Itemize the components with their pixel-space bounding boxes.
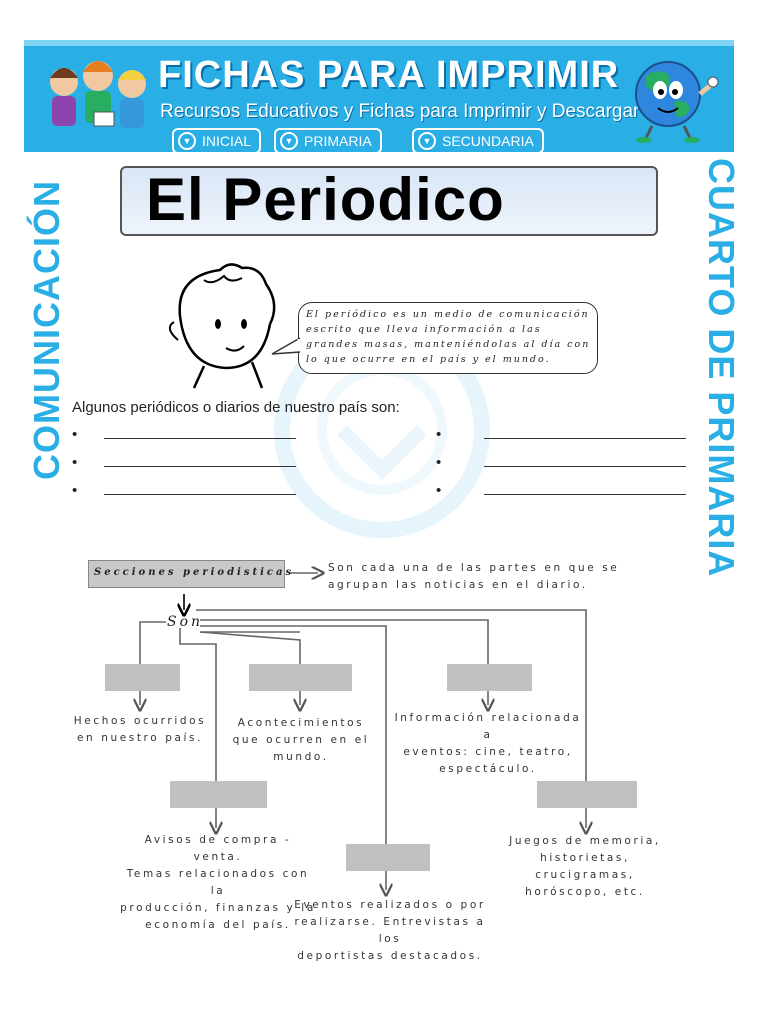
answer-line[interactable] [484, 466, 686, 467]
site-subtitle: Recursos Educativos y Fichas para Imprim… [160, 101, 640, 122]
answer-line[interactable] [104, 466, 296, 467]
section-description-1: Hechos ocurridos en nuestro país. [70, 713, 210, 747]
nav-label: INICIAL [202, 133, 252, 149]
root-definition: Son cada una de las partes en que se agr… [328, 560, 619, 594]
description-line: mundo. [273, 751, 329, 763]
globe-mascot-icon [635, 61, 719, 143]
root-definition-line: agrupan las noticias en el diario. [328, 579, 588, 591]
sections-root-box [88, 560, 285, 588]
section-blank-box-3[interactable] [447, 664, 532, 691]
nav-primaria-button[interactable]: ▼ PRIMARIA [274, 128, 382, 154]
site-title: FICHAS PARA IMPRIMIR [158, 54, 620, 96]
answer-line[interactable] [484, 494, 686, 495]
sections-root-label: Secciones periodisticas [94, 567, 295, 578]
answer-line[interactable] [104, 438, 296, 439]
description-line: Acontecimientos [237, 717, 365, 729]
section-description-2: Acontecimientos que ocurren en el mundo. [226, 715, 376, 766]
description-line: Hechos ocurridos [73, 715, 207, 727]
speech-bubble [298, 302, 598, 374]
description-line: economía del país. [145, 919, 291, 931]
arrow-down-icon: ▼ [418, 132, 436, 150]
section-description-6: Juegos de memoria, historietas, crucigra… [494, 833, 676, 901]
bullet: • [436, 482, 442, 499]
arrow-down-icon: ▼ [280, 132, 298, 150]
bullet: • [72, 482, 78, 499]
bullet: • [436, 454, 442, 471]
definition-text: El periódico es un medio de comunicación… [306, 309, 591, 365]
section-description-4: Avisos de compra - venta. Temas relacion… [120, 832, 316, 934]
description-line: Información relacionada a [394, 712, 582, 741]
section-blank-box-2[interactable] [249, 664, 352, 691]
description-line: Temas relacionados con la [126, 868, 310, 897]
description-line: Avisos de compra - venta. [144, 834, 292, 863]
speech-bubble-tail [271, 337, 301, 355]
nav-inicial-button[interactable]: ▼ INICIAL [172, 128, 262, 154]
answer-line[interactable] [484, 438, 686, 439]
nav-label: SECUNDARIA [442, 133, 534, 149]
bullet: • [436, 426, 442, 443]
boy-face-icon [168, 263, 276, 389]
description-line: Juegos de memoria, [509, 835, 661, 847]
description-line: deportistas destacados. [297, 950, 483, 962]
description-line: en nuestro país. [76, 732, 204, 744]
description-line: producción, finanzas y la [120, 902, 316, 914]
description-line: horóscopo, etc. [525, 886, 645, 898]
section-blank-box-1[interactable] [105, 664, 180, 691]
description-line: historietas, crucigramas, [535, 852, 635, 881]
section-blank-box-6[interactable] [537, 781, 637, 808]
section-description-5: Eventos realizados o por realizarse. Ent… [290, 897, 490, 965]
arrow-down-icon: ▼ [178, 132, 196, 150]
bullet: • [72, 454, 78, 471]
bullet: • [72, 426, 78, 443]
section-blank-box-5[interactable] [346, 844, 430, 871]
nav-secundaria-button[interactable]: ▼ SECUNDARIA [412, 128, 544, 154]
connector-label: Son [167, 614, 204, 630]
page-title: El Periodico [146, 166, 505, 233]
nav-label: PRIMARIA [304, 133, 372, 149]
description-line: espectáculo. [439, 763, 537, 775]
section-blank-box-4[interactable] [170, 781, 267, 808]
description-line: que ocurren en el [232, 734, 370, 746]
description-line: eventos: cine, teatro, [403, 746, 573, 758]
list-heading: Algunos periódicos o diarios de nuestro … [72, 399, 400, 416]
kids-illustration-icon [50, 61, 146, 128]
answer-line[interactable] [104, 494, 296, 495]
header-stripe [24, 40, 734, 46]
title-box [120, 166, 658, 236]
root-definition-line: Son cada una de las partes en que se [328, 562, 620, 574]
section-description-3: Información relacionada a eventos: cine,… [390, 710, 586, 778]
description-line: realizarse. Entrevistas a los [294, 916, 486, 945]
description-line: Eventos realizados o por [294, 899, 486, 911]
